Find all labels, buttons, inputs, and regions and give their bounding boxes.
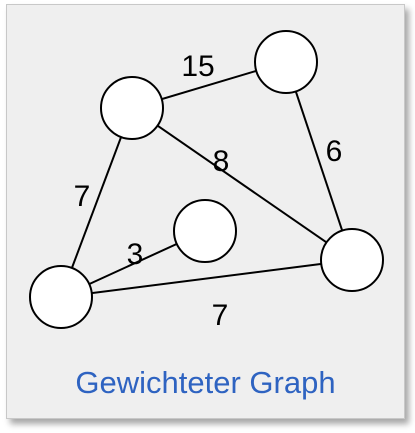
graph-card: 15 8 6 7 3 7 Gewichteter Graph — [6, 4, 405, 419]
edge-weight-label: 7 — [74, 180, 91, 213]
graph-node-c — [173, 199, 237, 263]
edge-a-e — [131, 107, 353, 261]
edge-weight-label: 8 — [213, 145, 230, 178]
graph-node-d — [29, 265, 93, 329]
graph-node-b — [254, 30, 318, 94]
edge-weight-label: 6 — [326, 135, 343, 168]
edge-weight-label: 7 — [212, 299, 229, 332]
edge-weight-label: 3 — [127, 238, 144, 271]
edge-a-d — [60, 107, 133, 298]
weighted-graph-diagram: 15 8 6 7 3 7 — [29, 30, 384, 332]
graph-node-e — [320, 228, 384, 292]
edge-d-e — [60, 259, 353, 298]
edge-b-e — [285, 61, 353, 261]
graph-node-a — [100, 76, 164, 140]
graph-caption: Gewichteter Graph — [75, 365, 336, 400]
edge-weight-label: 15 — [181, 50, 214, 83]
